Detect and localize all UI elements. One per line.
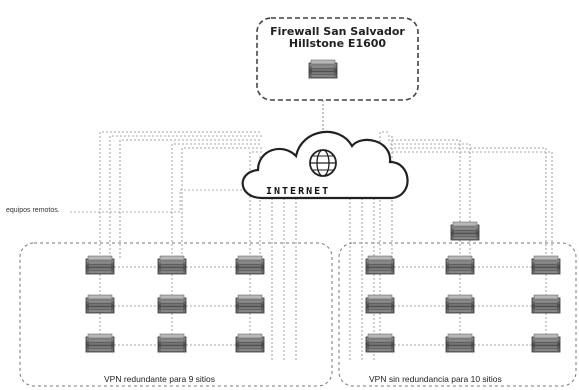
site-device-redundant-1 [85, 255, 115, 275]
firewall-title: Firewall San Salvador Hillstone E1600 [257, 26, 418, 50]
site-device-non-redundant-8 [445, 333, 475, 353]
link-right-5 [388, 147, 547, 258]
connection-lines [70, 100, 553, 360]
link-left-3 [119, 139, 262, 258]
group-box-non-redundant [338, 242, 577, 387]
link-left-7 [259, 155, 262, 258]
site-device-non-redundant-2 [445, 255, 475, 275]
globe-icon [309, 149, 337, 177]
group-box-redundant [19, 242, 333, 387]
site-device-non-redundant-4 [365, 294, 395, 314]
firewall-box [256, 17, 419, 101]
site-device-redundant-6 [235, 294, 265, 314]
site-device-redundant-2 [157, 255, 187, 275]
group-label-redundant: VPN redundante para 9 sitios [104, 374, 216, 384]
link-right-2 [388, 135, 393, 258]
remote-equipment-link [70, 189, 262, 213]
site-device-non-redundant-7 [365, 333, 395, 353]
link-right-3 [388, 139, 461, 258]
remote-equipment-label: equipos remotos. [6, 207, 60, 214]
link-left-6 [249, 151, 262, 258]
firewall-title-line1: Firewall San Salvador [270, 25, 405, 38]
site-device-redundant-5 [157, 294, 187, 314]
site-device-redundant-4 [85, 294, 115, 314]
group-label-non-redundant: VPN sin redundancia para 10 sitios [369, 374, 502, 384]
site-device-redundant-8 [157, 333, 187, 353]
link-left-5 [181, 147, 262, 258]
link-left-2 [109, 135, 262, 258]
site-device-non-redundant-9 [531, 333, 561, 353]
link-left-4 [171, 143, 262, 258]
site-device-non-redundant-1 [365, 255, 395, 275]
site-device-non-redundant-10 [450, 221, 480, 241]
site-device-non-redundant-5 [445, 294, 475, 314]
devices [85, 59, 561, 353]
firewall-device-icon [308, 59, 338, 79]
site-device-redundant-7 [85, 333, 115, 353]
firewall-title-line2: Hillstone E1600 [288, 37, 387, 50]
site-device-non-redundant-6 [531, 294, 561, 314]
site-device-redundant-3 [235, 255, 265, 275]
link-right-6 [388, 151, 553, 258]
link-right-1 [379, 131, 388, 258]
site-device-non-redundant-3 [531, 255, 561, 275]
internet-label: INTERNET [266, 186, 331, 197]
site-device-redundant-9 [235, 333, 265, 353]
link-right-4 [388, 143, 471, 258]
link-left-1 [99, 131, 262, 258]
